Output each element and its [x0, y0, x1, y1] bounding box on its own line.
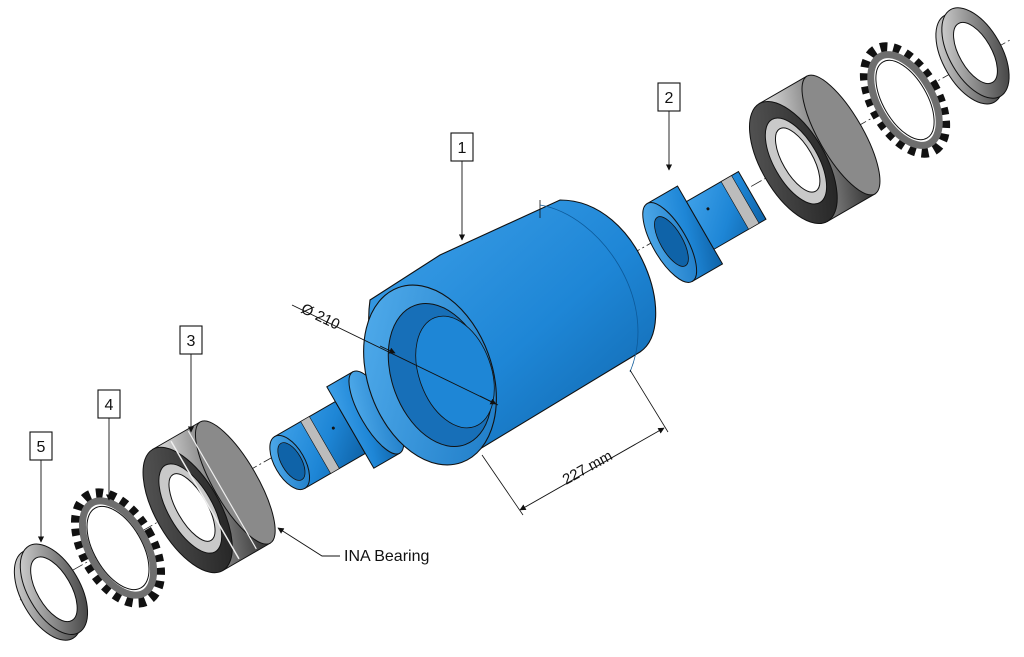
- callout-1-label: 1: [458, 140, 467, 157]
- tab-washer-left: [70, 488, 166, 608]
- callout-5: 5: [29, 431, 53, 543]
- length-label: 227 mm: [560, 447, 616, 488]
- flanged-sleeve-right: [642, 170, 767, 283]
- callout-2: 2: [657, 82, 681, 171]
- bearing-label: INA Bearing: [344, 548, 429, 565]
- diameter-label: Ø 210: [298, 300, 342, 333]
- callout-4: 4: [97, 389, 121, 501]
- bearing-annotation: INA Bearing: [277, 527, 429, 565]
- main-housing: [363, 199, 657, 466]
- tab-washer-right: [859, 42, 951, 158]
- callout-1: 1: [450, 132, 474, 241]
- callout-2-label: 2: [665, 90, 674, 107]
- ina-bearing-right: [748, 74, 881, 225]
- lock-nut-left: [13, 543, 89, 641]
- callout-4-label: 4: [105, 397, 114, 414]
- callout-3-label: 3: [187, 333, 196, 350]
- ina-bearing-left: [142, 420, 276, 574]
- callout-3: 3: [179, 325, 203, 433]
- callout-5-label: 5: [37, 439, 46, 456]
- lock-nut-right: [935, 7, 1010, 105]
- flanged-sleeve-left: [269, 370, 405, 491]
